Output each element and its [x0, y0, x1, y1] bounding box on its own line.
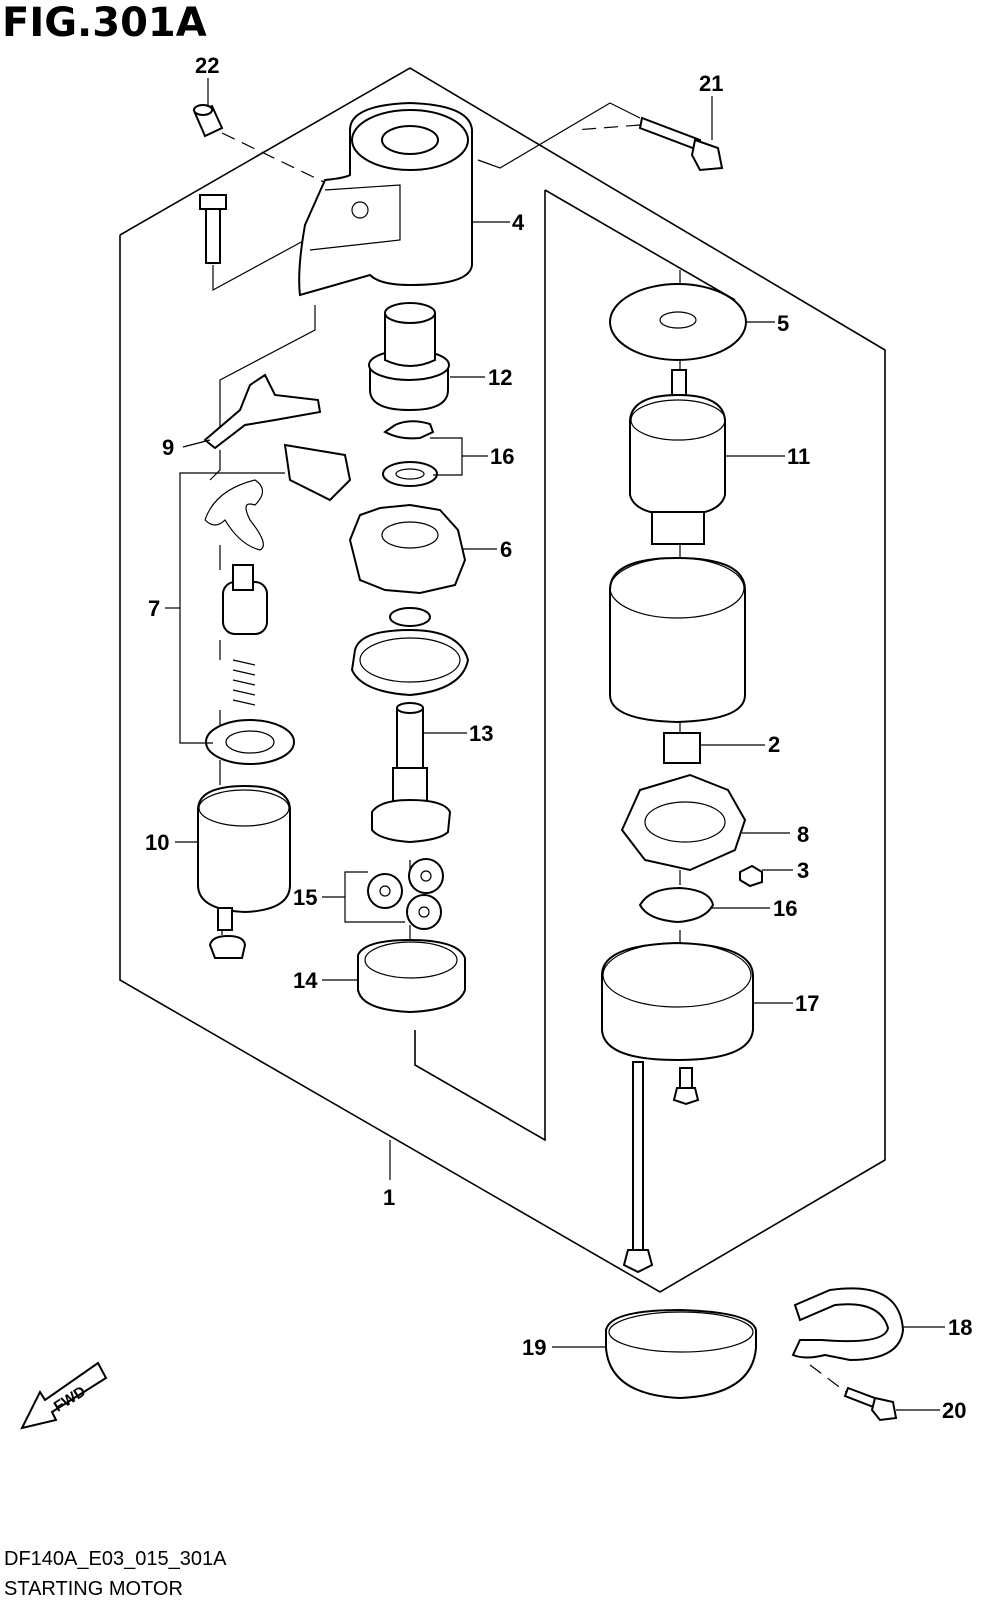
leader-lines [165, 78, 945, 1411]
seal-ring [350, 607, 470, 697]
callout-8: 8 [797, 822, 809, 847]
callout-19: 19 [522, 1335, 546, 1360]
callout-5: 5 [777, 311, 789, 336]
fwd-arrow-icon: FWD [20, 1361, 108, 1430]
part-9-lever [203, 373, 322, 450]
through-bolt [622, 1061, 700, 1274]
part-18-clamp [791, 1287, 905, 1362]
part-22-sleeve [193, 104, 224, 138]
part-16-clip-upper [382, 420, 438, 487]
callout-15: 15 [293, 885, 317, 910]
callout-13: 13 [469, 721, 493, 746]
callout-21: 21 [699, 71, 723, 96]
callout-9: 9 [162, 435, 174, 460]
figure-title: FIG.301A [2, 0, 207, 46]
part-15-gears [367, 858, 444, 930]
callout-3: 3 [797, 858, 809, 883]
callout-16-upper: 16 [490, 444, 514, 469]
diagram-caption: STARTING MOTOR [4, 1578, 183, 1600]
part-19-cover-ring [605, 1308, 757, 1400]
callout-18: 18 [948, 1315, 972, 1340]
part-16-clip-lower [638, 886, 715, 924]
yoke [609, 556, 746, 724]
callout-7: 7 [148, 596, 160, 621]
part-7-group [204, 443, 352, 765]
part-13-shaft [371, 702, 452, 844]
part-17-end-cover [601, 941, 754, 1062]
callout-6: 6 [500, 537, 512, 562]
callout-16-lower: 16 [773, 896, 797, 921]
callout-2: 2 [768, 732, 780, 757]
part-5-plate [609, 283, 747, 361]
part-21-bolt [638, 116, 724, 172]
callout-22: 22 [195, 53, 219, 78]
assembly-outline [119, 67, 886, 1293]
callout-17: 17 [795, 991, 819, 1016]
part-4-housing [298, 101, 473, 297]
part-12-pinion [368, 302, 450, 412]
callout-14: 14 [293, 968, 318, 993]
callout-1: 1 [383, 1185, 395, 1210]
callout-10: 10 [145, 830, 169, 855]
part-10-solenoid [197, 784, 291, 959]
part-8-brush-holder [620, 773, 747, 872]
callout-12: 12 [488, 365, 512, 390]
callout-11: 11 [787, 444, 810, 469]
part-2-brush [663, 732, 701, 764]
part-11-armature [629, 369, 726, 545]
dashed-guides [221, 124, 851, 1396]
part-6-bracket [348, 503, 467, 595]
diagram-code: DF140A_E03_015_301A [4, 1548, 227, 1570]
part-3-nut [739, 864, 763, 888]
part-20-bolt [843, 1386, 898, 1422]
callout-20: 20 [942, 1398, 966, 1423]
housing-bolt [199, 194, 227, 264]
callout-4: 4 [512, 210, 525, 235]
part-14-internal-gear [357, 938, 466, 1014]
callout-labels: 1 2 3 4 5 6 7 8 9 10 11 12 13 14 15 16 1… [145, 53, 972, 1423]
